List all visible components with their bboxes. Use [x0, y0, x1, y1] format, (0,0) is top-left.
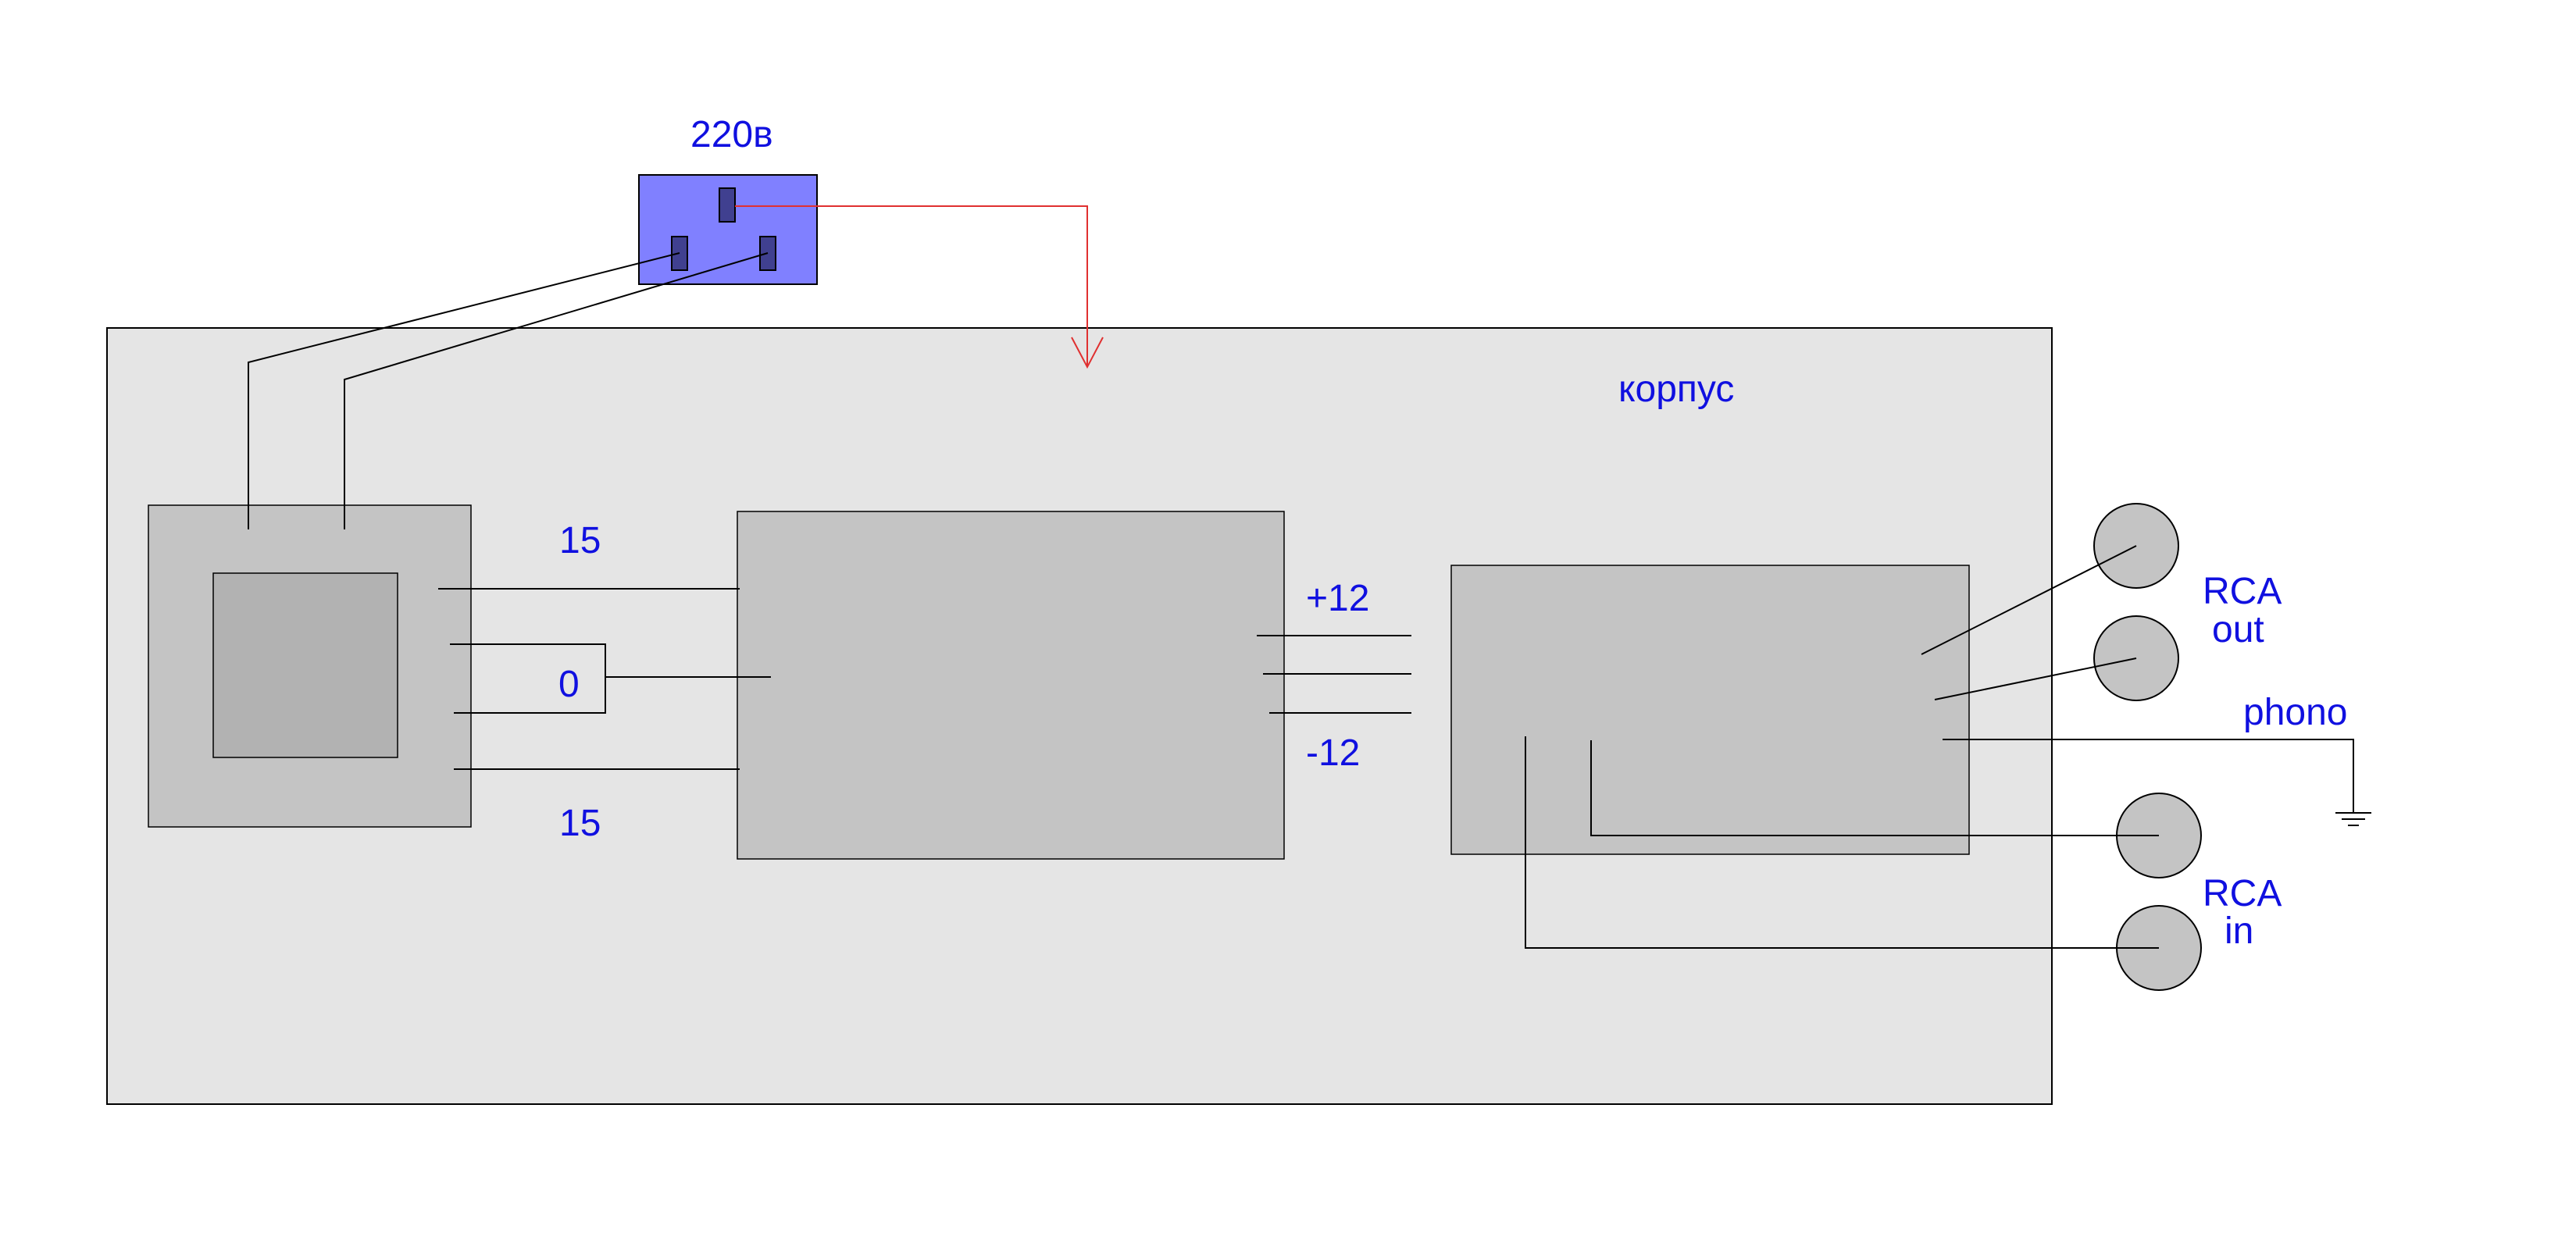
case-label: корпус: [1618, 369, 1734, 410]
phase-wire: [735, 205, 1104, 369]
signal-wires: [1525, 545, 2354, 949]
ground-symbol: [2335, 812, 2371, 826]
plus-rail-label: +12: [1306, 578, 1369, 619]
preamp-board: [1450, 565, 1970, 855]
minus-rail-label: -12: [1306, 732, 1360, 774]
out-label: out: [2212, 609, 2264, 650]
secondary-wires: [438, 588, 771, 770]
rca-out-connectors: [2093, 503, 2179, 701]
tap-bottom-label: 15: [559, 803, 601, 844]
tap-top-label: 15: [559, 520, 601, 561]
tap-center-label: 0: [558, 664, 580, 705]
transformer: [148, 504, 472, 828]
primary-wires: [248, 252, 769, 529]
mains-socket: [638, 174, 818, 285]
transformer-core: [212, 572, 398, 758]
in-label: in: [2225, 910, 2253, 952]
phase-wire-arrowhead: [1071, 337, 1104, 369]
mains-label: 220в: [690, 114, 773, 155]
phono-label: phono: [2243, 692, 2347, 733]
dc-rail-wires: [1257, 635, 1411, 714]
socket-pin-ground: [719, 187, 736, 223]
power-supply-block: [737, 511, 1285, 860]
rca-in-label: RCA: [2203, 873, 2282, 914]
rca-in-connectors: [2116, 793, 2202, 991]
rca-out-label: RCA: [2203, 571, 2282, 612]
